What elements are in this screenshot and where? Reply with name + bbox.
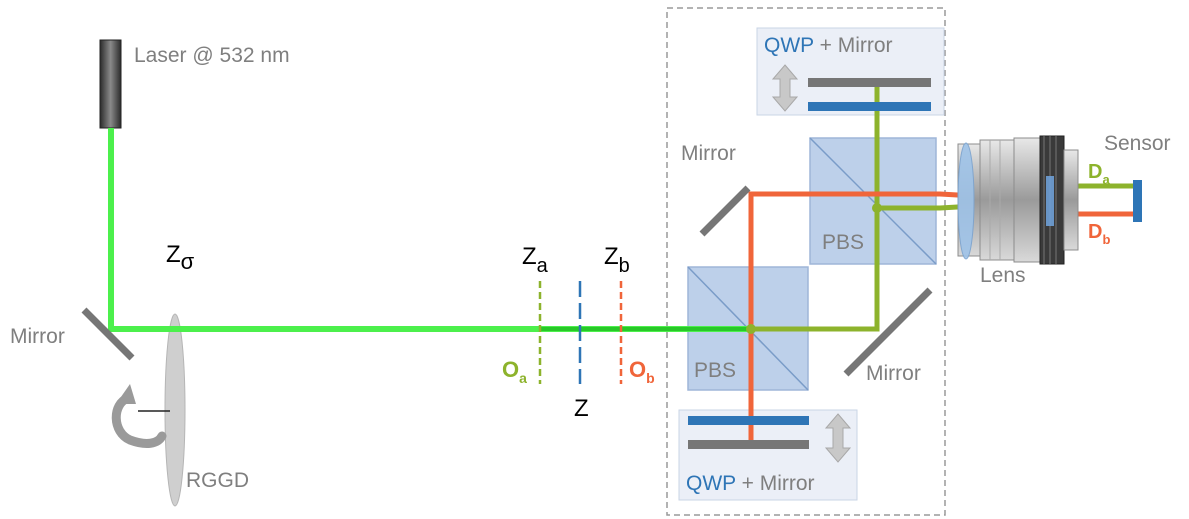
qwp-top-plate: [808, 102, 931, 111]
laser-source: [99, 39, 122, 129]
o-b-label: Ob: [629, 357, 655, 386]
pbs-top: [809, 137, 937, 265]
sensor-label: Sensor: [1104, 132, 1171, 155]
z-sigma-label: Zσ: [166, 241, 195, 274]
rggd-label: RGGD: [186, 469, 249, 492]
split-point-bottom: [746, 324, 756, 334]
rggd-disc: [138, 313, 186, 507]
double-arrow-top-icon: [771, 64, 799, 112]
camera-lens-icon: [957, 135, 1079, 265]
z-a-label: Za: [522, 243, 549, 277]
double-arrow-bottom-icon: [824, 413, 852, 463]
z-b-label: Zb: [604, 243, 630, 277]
qwp-bottom-label: QWP + Mirror: [686, 472, 815, 495]
interferometer-enclosure: [666, 7, 946, 516]
laser-beam: [108, 128, 751, 332]
mirror-left: [81, 307, 135, 361]
mirror-top-diagonal: [699, 185, 751, 237]
z-label: Z: [574, 395, 589, 422]
mirror-top-plate: [808, 78, 931, 87]
mirror-bottom-plate: [688, 440, 809, 449]
mirror-top-label: Mirror: [681, 142, 736, 165]
laser-label: Laser @ 532 nm: [134, 44, 290, 67]
o-a-label: Oa: [502, 357, 527, 386]
d-b-label: Db: [1088, 221, 1110, 247]
pbs-bottom-label: PBS: [694, 359, 736, 382]
mirror-bottom-diagonal: [843, 287, 933, 377]
mirror-left-label: Mirror: [10, 325, 65, 348]
rotation-arrow-icon: [111, 384, 167, 448]
qwp-top-label: QWP + Mirror: [764, 34, 893, 57]
mirror-bottom-label: Mirror: [866, 362, 921, 385]
pbs-top-label: PBS: [822, 231, 864, 254]
qwp-bottom-plate: [688, 416, 809, 425]
d-a-label: Da: [1088, 161, 1110, 187]
lens-label: Lens: [980, 264, 1026, 287]
sensor: [1133, 180, 1142, 222]
split-point-top: [872, 203, 882, 213]
